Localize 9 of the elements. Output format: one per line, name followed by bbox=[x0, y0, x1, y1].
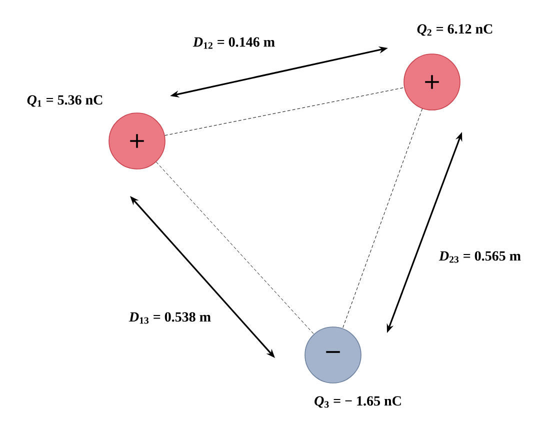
charge-label: Q$_{2}$ = 6.12 nC bbox=[417, 24, 492, 36]
distance-label: D$_{13}$ = 0.538 m bbox=[128, 312, 211, 324]
distance-label: D$_{12}$ = 0.146 m bbox=[192, 37, 275, 49]
distance-label: D$_{23}$ = 0.565 m bbox=[438, 251, 521, 263]
connector-line bbox=[164, 87, 404, 136]
charge-label: Q$_{3}$ = − 1.65 nC bbox=[314, 396, 401, 408]
charge-label: Q$_{1}$ = 5.36 nC bbox=[27, 95, 102, 107]
connector-line bbox=[156, 162, 314, 334]
connector-line bbox=[342, 108, 423, 329]
